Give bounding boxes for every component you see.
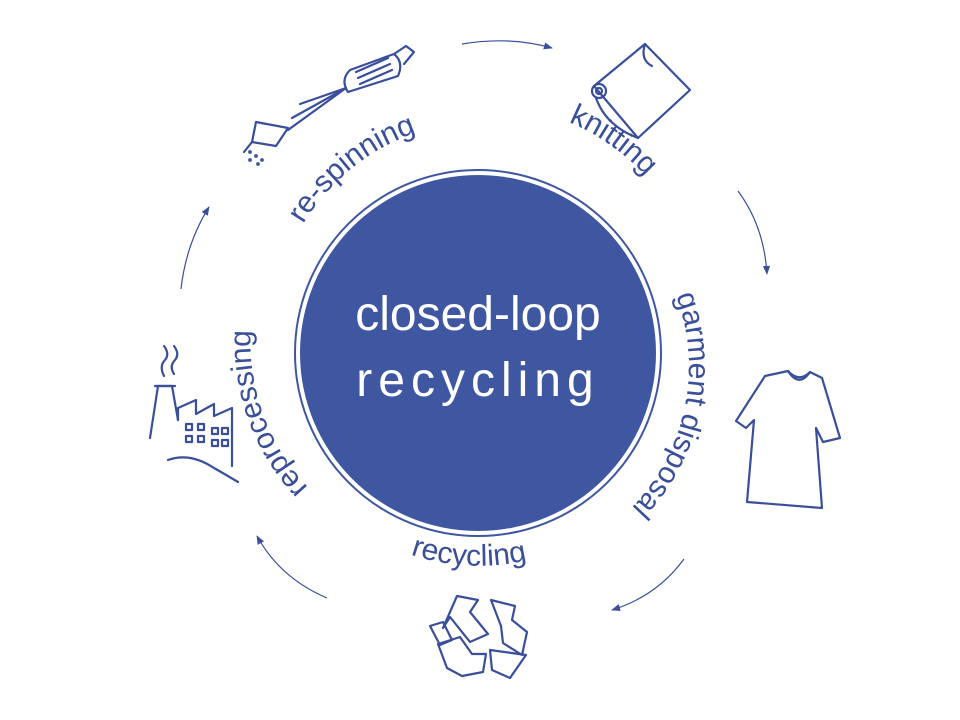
center-title-line1: closed-loop	[355, 288, 600, 341]
center-circle	[300, 175, 656, 531]
recycle-icon	[428, 594, 529, 680]
t-shirt-icon	[734, 369, 842, 510]
arrow-knitting-to-garment	[737, 190, 771, 275]
fabric-roll-icon	[590, 42, 692, 140]
factory-icon	[148, 344, 240, 484]
center-title-line2: recycling	[356, 354, 599, 407]
arrow-respinning-to-knitting	[461, 40, 553, 50]
arrow-garment-to-recycling	[611, 558, 685, 612]
center-circle-outer-ring	[294, 169, 662, 537]
yarn-spool-spinneret-icon	[242, 44, 416, 166]
arrow-reprocessing-to-respinning	[180, 206, 210, 290]
arrow-recycling-to-reprocessing	[256, 535, 328, 599]
